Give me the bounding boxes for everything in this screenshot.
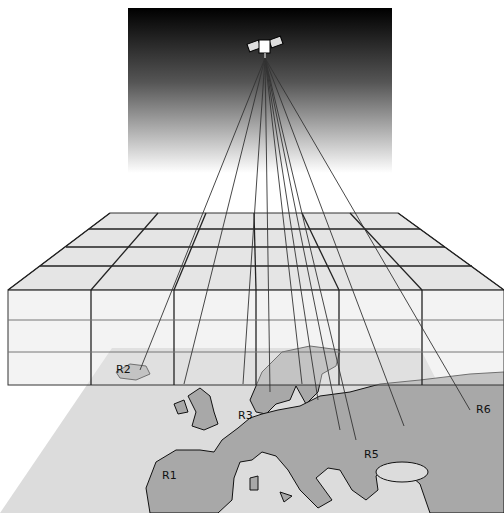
region-label: R3 [238, 410, 253, 422]
black-sea [376, 462, 428, 482]
atmosphere-grid [8, 213, 504, 385]
region-label: R5 [364, 449, 379, 461]
region-label: R1 [162, 470, 177, 482]
satellite-beams [140, 58, 470, 440]
region-label: R2 [116, 364, 131, 376]
region-label: R6 [476, 404, 491, 416]
satellite-icon [247, 36, 283, 58]
sky-panel [128, 8, 392, 173]
